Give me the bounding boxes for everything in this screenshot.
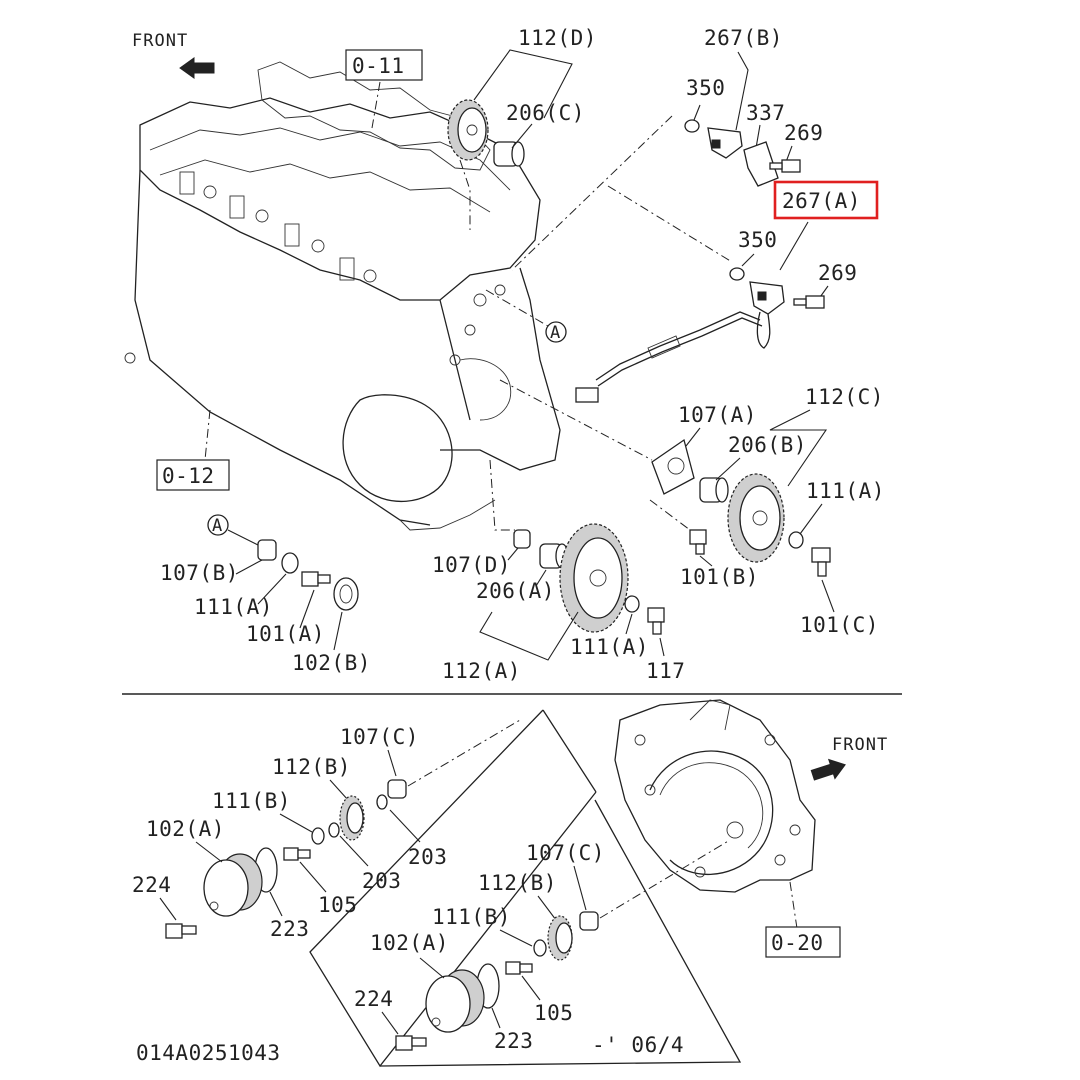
bushing-107b — [257, 539, 277, 561]
front-arrow-top: FRONT — [132, 31, 215, 79]
engine-block-illustration — [124, 61, 561, 531]
label-107a: 107(A) — [678, 403, 757, 427]
bolt-105-2 — [505, 961, 533, 975]
bushing-107c-1 — [387, 779, 407, 799]
label-206c: 206(C) — [506, 101, 585, 125]
label-111a-right: 111(A) — [806, 479, 885, 503]
label-206b: 206(B) — [728, 433, 807, 457]
label-112b-1: 112(B) — [272, 755, 351, 779]
idler-plate-107a — [651, 438, 695, 495]
label-224-2: 224 — [354, 987, 393, 1011]
label-350-a: 350 — [686, 76, 725, 100]
bushing-206c — [493, 141, 525, 167]
seal-102b — [333, 577, 359, 611]
label-111b-2: 111(B) — [432, 905, 511, 929]
label-107c-2: 107(C) — [526, 841, 605, 865]
flywheel-housing-illustration — [614, 699, 816, 936]
label-206a: 206(A) — [476, 579, 555, 603]
bolt-224-1 — [165, 923, 197, 939]
label-105-1: 105 — [318, 893, 357, 917]
label-111a-left: 111(A) — [194, 595, 273, 619]
date-note: -' 06/4 — [592, 1033, 684, 1057]
ref-label-0-20: 0-20 — [771, 931, 824, 955]
ref-label-0-11: 0-11 — [352, 54, 405, 78]
bolt-269-b — [793, 295, 825, 309]
bushing-206b — [699, 477, 729, 503]
bolt-101a — [301, 571, 331, 587]
label-267b: 267(B) — [704, 26, 783, 50]
ref-label-0-12: 0-12 — [162, 464, 215, 488]
label-203-1: 203 — [408, 845, 447, 869]
label-107b: 107(B) — [160, 561, 239, 585]
label-269-a: 269 — [784, 121, 823, 145]
drawing-code: 014A0251043 — [136, 1041, 281, 1065]
label-105-2: 105 — [534, 1001, 573, 1025]
label-269-b: 269 — [818, 261, 857, 285]
pump-102a-1 — [203, 853, 263, 917]
highlight-267a: 267(A) — [773, 180, 879, 220]
label-267a: 267(A) — [782, 189, 861, 213]
label-102a-1: 102(A) — [146, 817, 225, 841]
label-102a-2: 102(A) — [370, 931, 449, 955]
frame-inner-bottom — [379, 799, 742, 1067]
bushing-107d — [513, 529, 531, 549]
gear-112b-1 — [339, 795, 365, 841]
ref-box-0-11: 0-11 — [345, 49, 423, 81]
bolt-101b — [689, 529, 707, 555]
callout-a-top: A — [550, 323, 561, 343]
label-101a: 101(A) — [246, 622, 325, 646]
label-101c: 101(C) — [800, 613, 879, 637]
ref-box-0-12: 0-12 — [156, 459, 230, 491]
ref-box-0-20: 0-20 — [765, 926, 841, 958]
label-112c: 112(C) — [805, 385, 884, 409]
label-112a: 112(A) — [442, 659, 521, 683]
frame-outer-left — [309, 709, 597, 1068]
gear-112c — [727, 473, 785, 563]
bolt-117 — [647, 607, 665, 635]
label-337: 337 — [746, 101, 785, 125]
front-label-bottom: FRONT — [832, 735, 888, 755]
front-label-top: FRONT — [132, 31, 188, 51]
label-224-1: 224 — [132, 873, 171, 897]
label-101b: 101(B) — [680, 565, 759, 589]
bushing-107c-2 — [579, 911, 599, 931]
front-arrow-bottom: FRONT — [810, 735, 888, 781]
label-102b: 102(B) — [292, 651, 371, 675]
label-203-2: 203 — [362, 869, 401, 893]
bolt-101c — [811, 547, 831, 577]
callout-a-bottom: A — [212, 516, 223, 536]
bracket-337 — [743, 141, 779, 187]
label-111a-center: 111(A) — [570, 635, 649, 659]
label-223-1: 223 — [270, 917, 309, 941]
sensor-267b — [707, 127, 743, 159]
bolt-269-a — [769, 159, 801, 173]
frame-outer-top — [542, 709, 597, 793]
gear-112a — [559, 523, 629, 633]
label-112d: 112(D) — [518, 26, 597, 50]
bolt-105-1 — [283, 847, 311, 861]
label-112b-2: 112(B) — [478, 871, 557, 895]
label-107c-1: 107(C) — [340, 725, 419, 749]
label-111b-1: 111(B) — [212, 789, 291, 813]
label-350-b: 350 — [738, 228, 777, 252]
gear-112b-2 — [547, 915, 573, 961]
pump-102a-2 — [425, 969, 485, 1033]
label-117: 117 — [646, 659, 685, 683]
gear-112d — [447, 99, 489, 161]
bolt-224-2 — [395, 1035, 427, 1051]
label-223-2: 223 — [494, 1029, 533, 1053]
label-107d: 107(D) — [432, 553, 511, 577]
sensor-267a — [575, 281, 785, 403]
